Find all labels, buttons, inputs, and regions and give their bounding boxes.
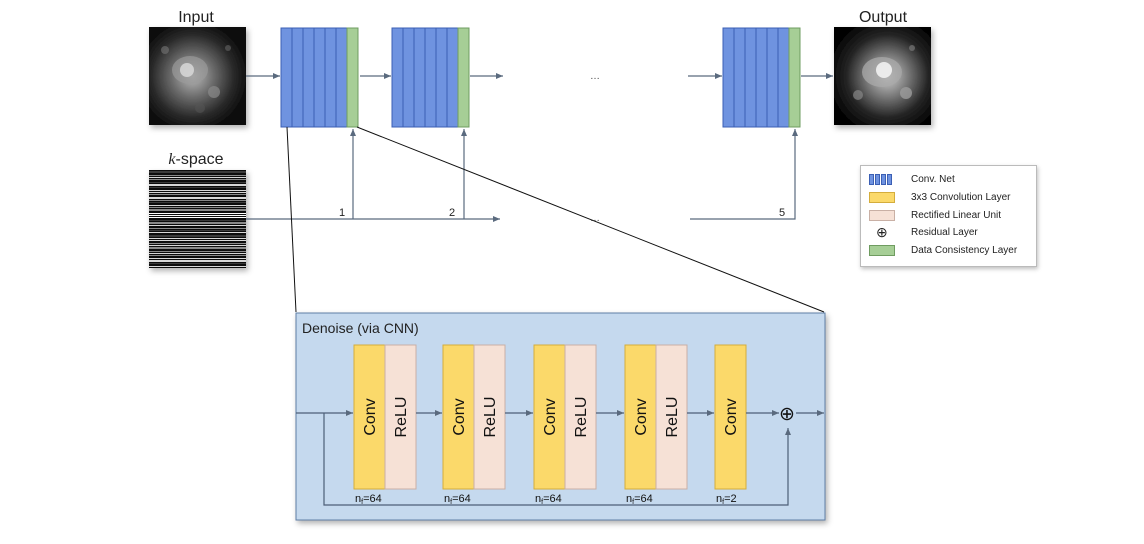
conv-layer-label: Conv (633, 398, 650, 435)
data-consistency-layer (346, 27, 359, 128)
conv-layer-label: Conv (362, 398, 379, 435)
relu-layer-label: ReLU (393, 397, 410, 438)
cascade-index-1: 1 (339, 207, 345, 219)
data-consistency-swatch (869, 244, 895, 256)
relu-swatch (869, 209, 895, 221)
bottom-ellipsis: … (590, 213, 600, 224)
conv-net-layer (402, 27, 415, 128)
conv-net-layer (766, 27, 779, 128)
filter-count-label: nf=64 (355, 493, 382, 506)
conv-net-layer (324, 27, 337, 128)
legend-item-relu: Rectified Linear Unit (869, 208, 1001, 222)
relu-layer (473, 344, 506, 490)
conv-net-block-1 (280, 27, 359, 128)
kspace-label: k-space (168, 151, 223, 168)
cnn-block-4: Conv ReLU nf=64 (624, 344, 688, 506)
conv-layer-label: Conv (542, 398, 559, 435)
conv-net-layer (722, 27, 735, 128)
conv-net-layer (291, 27, 304, 128)
conv-net-layer (755, 27, 768, 128)
relu-layer (655, 344, 688, 490)
conv-net-layer (391, 27, 404, 128)
conv-layer (533, 344, 566, 490)
conv-layer (714, 344, 747, 490)
conv-net-layer (733, 27, 746, 128)
data-consistency-layer (457, 27, 470, 128)
conv-layer (624, 344, 657, 490)
conv-net-layer (335, 27, 348, 128)
kspace-line-tail (690, 129, 798, 220)
output-label: Output (859, 9, 908, 26)
input-label: Input (178, 9, 214, 26)
output-mri-image (834, 27, 931, 125)
relu-layer-label: ReLU (482, 397, 499, 438)
input-mri-image (149, 27, 246, 125)
residual-skip-path (323, 413, 791, 506)
conv-layer-label: Conv (451, 398, 468, 435)
conv-net-layer (435, 27, 448, 128)
cnn-block-1: Conv ReLU nf=64 (353, 344, 417, 506)
top-ellipsis: … (590, 71, 600, 82)
legend-item-data-consistency: Data Consistency Layer (869, 243, 1017, 257)
relu-layer-label: ReLU (664, 397, 681, 438)
conv-net-layer (424, 27, 437, 128)
cnn-block-2: Conv ReLU nf=64 (442, 344, 506, 506)
filter-count-label: nf=2 (716, 493, 737, 506)
kspace-image (149, 170, 246, 268)
cnn-block-3: Conv ReLU nf=64 (533, 344, 597, 506)
data-consistency-layer (788, 27, 801, 128)
residual-icon: ⊕ (876, 223, 888, 240)
conv-net-layer (777, 27, 790, 128)
legend-item-residual: ⊕ Residual Layer (869, 225, 978, 239)
legend: Conv. Net 3x3 Convolution Layer Rectifie… (860, 165, 1037, 267)
relu-layer (384, 344, 417, 490)
conv-net-block-5 (722, 27, 801, 128)
cnn-block-5: Conv nf=2 (714, 344, 747, 506)
filter-count-label: nf=64 (444, 493, 471, 506)
zoom-line-right (356, 126, 825, 313)
legend-item-conv-layer: 3x3 Convolution Layer (869, 190, 1011, 204)
residual-symbol: ⊕ (779, 404, 795, 425)
conv-layer-label: Conv (723, 398, 740, 435)
conv-net-block-2 (391, 27, 470, 128)
conv-net-layer (744, 27, 757, 128)
filter-count-label: nf=64 (535, 493, 562, 506)
conv-net-icon (869, 173, 895, 185)
relu-layer (564, 344, 597, 490)
conv-net-layer (280, 27, 293, 128)
cascade-index-5: 5 (779, 207, 785, 219)
legend-item-conv-net: Conv. Net (869, 172, 955, 186)
relu-layer-label: ReLU (573, 397, 590, 438)
zoom-line-left (286, 126, 297, 313)
conv-net-layer (413, 27, 426, 128)
cnn-title: Denoise (via CNN) (302, 320, 419, 336)
cascade-index-2: 2 (449, 207, 455, 219)
conv-layer-swatch (869, 191, 895, 203)
conv-net-layer (302, 27, 315, 128)
filter-count-label: nf=64 (626, 493, 653, 506)
conv-net-layer (446, 27, 459, 128)
conv-net-layer (313, 27, 326, 128)
conv-layer (442, 344, 475, 490)
